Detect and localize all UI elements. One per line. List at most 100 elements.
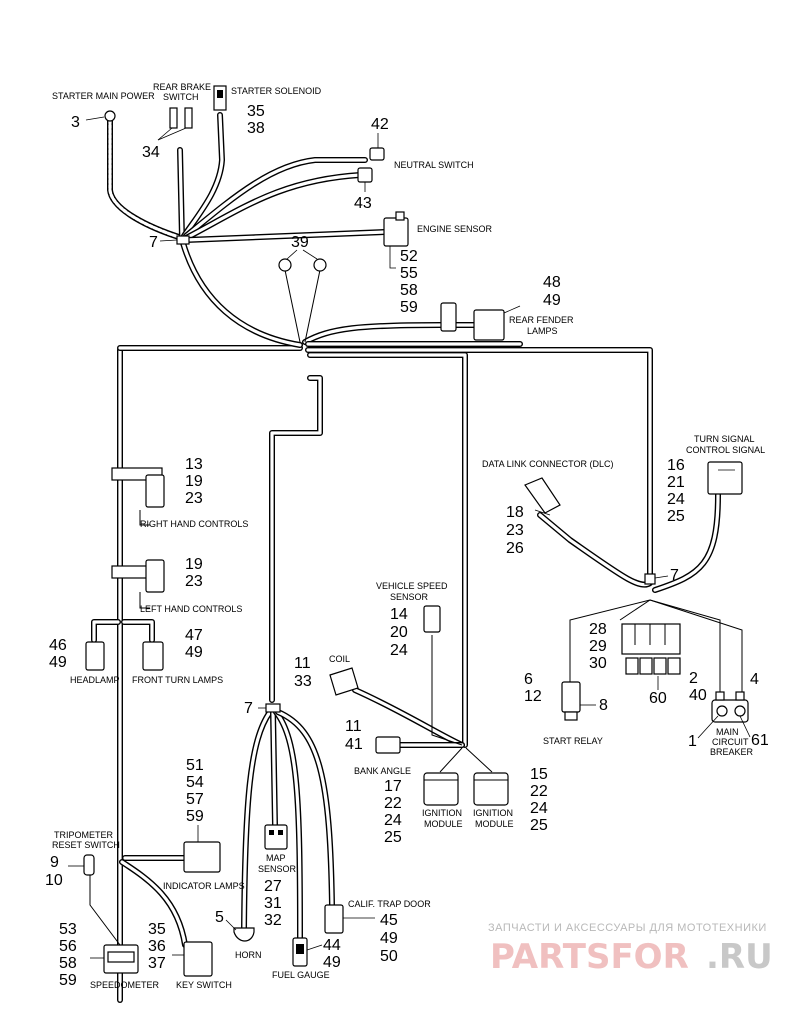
data-link-connector: [524, 477, 561, 516]
ref-48: 48: [543, 274, 561, 291]
component-labels: STARTER MAIN POWER REAR BRAKE SWITCH STA…: [52, 82, 765, 990]
harness-wires: [91, 112, 721, 1003]
label-calif-trap-door: CALIF. TRAP DOOR: [348, 899, 431, 909]
ref-54: 54: [186, 774, 204, 791]
ref-36: 36: [148, 938, 166, 955]
ignition-module-a: [423, 772, 459, 806]
ref-37: 37: [148, 955, 166, 972]
watermark-logo-tld: .RU: [706, 937, 773, 977]
label-coil: COIL: [329, 654, 350, 664]
ref-15: 15: [530, 766, 548, 783]
ground-ring-terminals: [278, 249, 327, 272]
ref-20: 20: [390, 624, 408, 641]
ref-24-a: 24: [384, 812, 402, 829]
ref-60: 60: [649, 690, 667, 707]
ref-56: 56: [59, 938, 77, 955]
neutral-switch: [357, 133, 385, 192]
ref-59-spd: 59: [59, 972, 77, 989]
starter-solenoid-connector: [213, 85, 227, 111]
ref-23-lh: 23: [185, 573, 203, 590]
ref-16: 16: [667, 457, 685, 474]
ref-1: 1: [688, 733, 697, 750]
map-sensor: [264, 824, 288, 850]
label-mcb-1: MAIN: [716, 727, 739, 737]
label-ignition-module-b-2: MODULE: [475, 819, 514, 829]
front-turn-lamps-connector: [142, 641, 164, 671]
ref-58-spd: 58: [59, 955, 77, 972]
ref-43: 43: [354, 195, 372, 212]
label-horn: HORN: [235, 950, 262, 960]
ref-18: 18: [506, 504, 524, 521]
ref-57: 57: [186, 791, 204, 808]
reference-numbers: 3 34 35 38 42 43 7 52 55 58 59 39 48 49 …: [45, 103, 769, 989]
turn-signal-control-connector: [707, 461, 743, 495]
ref-24-ts: 24: [667, 491, 685, 508]
headlamp-connector: [85, 641, 105, 671]
label-starter-solenoid: STARTER SOLENOID: [231, 86, 322, 96]
ref-28: 28: [589, 621, 607, 638]
ref-34: 34: [142, 144, 160, 161]
ref-25-a: 25: [384, 829, 402, 846]
ref-27: 27: [264, 878, 282, 895]
ignition-module-b: [473, 772, 509, 806]
ref-59-ind: 59: [186, 808, 204, 825]
indicator-lamps-connector: [183, 825, 221, 873]
label-vss-2: SENSOR: [390, 592, 429, 602]
ref-7-lower: 7: [244, 700, 253, 717]
ref-24-b: 24: [530, 800, 548, 817]
ref-55: 55: [400, 265, 418, 282]
ref-8: 8: [599, 697, 608, 714]
label-engine-sensor: ENGINE SENSOR: [417, 224, 493, 234]
ref-7-right: 7: [670, 567, 679, 584]
label-indicator-lamps: INDICATOR LAMPS: [163, 881, 245, 891]
label-front-turn-lamps: FRONT TURN LAMPS: [132, 675, 223, 685]
ref-17: 17: [384, 778, 402, 795]
label-ignition-module-a-2: MODULE: [424, 819, 463, 829]
vehicle-speed-sensor: [423, 605, 441, 633]
label-starter-main-power: STARTER MAIN POWER: [52, 91, 155, 101]
ref-42: 42: [371, 116, 389, 133]
ref-13: 13: [185, 456, 203, 473]
key-switch-connector: [172, 941, 213, 977]
ref-10: 10: [45, 872, 63, 889]
ref-24-vss: 24: [390, 642, 408, 659]
starter-main-power-terminal: [85, 110, 116, 122]
ref-6: 6: [524, 671, 533, 688]
ref-25-ts: 25: [667, 508, 685, 525]
ref-47: 47: [185, 627, 203, 644]
ref-49-fuel: 49: [323, 954, 341, 971]
ref-40: 40: [689, 687, 707, 704]
label-tripometer-2: RESET SWITCH: [52, 840, 120, 850]
right-hand-controls-connector: [111, 467, 165, 526]
label-start-relay: START RELAY: [543, 736, 603, 746]
ref-39: 39: [291, 234, 309, 251]
ref-26: 26: [506, 540, 524, 557]
label-speedometer: SPEEDOMETER: [90, 980, 160, 990]
label-key-switch: KEY SWITCH: [176, 980, 232, 990]
ref-49-turn: 49: [185, 644, 203, 661]
label-rear-fender-lamps-1: REAR FENDER: [509, 315, 574, 325]
ref-45: 45: [380, 912, 398, 929]
watermark-tagline: ЗАПЧАСТИ И АКСЕССУАРЫ ДЛЯ МОТОТЕХНИКИ: [488, 922, 767, 934]
ref-23-rh: 23: [185, 490, 203, 507]
ref-33: 33: [294, 673, 312, 690]
ref-5: 5: [215, 909, 224, 926]
label-turn-signal-2: CONTROL SIGNAL: [686, 445, 765, 455]
ref-41: 41: [345, 736, 363, 753]
ref-23-dlc: 23: [506, 522, 524, 539]
label-vss-1: VEHICLE SPEED: [376, 581, 448, 591]
ref-11-bank: 11: [345, 718, 362, 735]
label-left-hand-controls: LEFT HAND CONTROLS: [140, 604, 242, 614]
ref-58: 58: [400, 282, 418, 299]
engine-sensor: [383, 211, 409, 269]
relay-block: [621, 623, 681, 690]
ref-19-rh: 19: [185, 473, 203, 490]
bank-angle-sensor: [375, 736, 401, 754]
ref-19-lh: 19: [185, 556, 203, 573]
label-neutral-switch: NEUTRAL SWITCH: [394, 160, 474, 170]
label-fuel-gauge: FUEL GAUGE: [272, 970, 330, 980]
label-right-hand-controls: RIGHT HAND CONTROLS: [140, 519, 248, 529]
ref-49-headlamp: 49: [49, 654, 67, 671]
tripometer-reset-switch: [68, 854, 95, 876]
